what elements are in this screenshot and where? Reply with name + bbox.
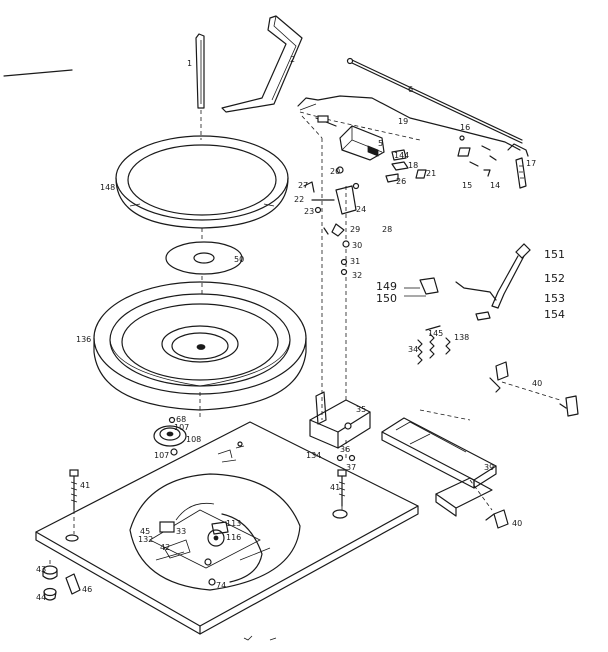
label-41b: 41 xyxy=(330,483,340,492)
label-17: 17 xyxy=(526,159,536,168)
part-screw-right xyxy=(337,469,347,512)
label-74: 74 xyxy=(216,581,226,590)
label-107b: 107 xyxy=(154,451,169,460)
part-spindle-rod xyxy=(195,33,205,140)
label-33: 33 xyxy=(176,527,186,536)
bottom-mark xyxy=(243,635,277,641)
label-2: 2 xyxy=(290,55,295,64)
label-43: 43 xyxy=(36,565,46,574)
label-152: 152 xyxy=(544,272,565,285)
label-136: 136 xyxy=(76,335,91,344)
label-46: 46 xyxy=(82,585,92,594)
label-154: 154 xyxy=(544,308,565,321)
label-23: 23 xyxy=(304,207,314,216)
part-cartridge-block xyxy=(315,115,385,161)
label-29: 29 xyxy=(350,225,360,234)
label-134: 134 xyxy=(306,451,321,460)
label-138: 138 xyxy=(454,333,469,342)
label-14: 14 xyxy=(490,181,500,190)
label-116: 116 xyxy=(226,533,241,542)
label-108: 108 xyxy=(186,435,201,444)
part-pivot-post xyxy=(507,143,529,189)
label-24: 24 xyxy=(356,205,366,214)
label-153: 153 xyxy=(544,292,565,305)
part-tonearm-wire xyxy=(297,95,521,151)
part-clip-40 xyxy=(485,509,509,529)
label-40a: 40 xyxy=(532,379,542,388)
label-18: 18 xyxy=(408,161,418,170)
label-68: 68 xyxy=(176,415,186,424)
part-arm-bracket xyxy=(221,15,303,113)
label-40b: 40 xyxy=(512,519,522,528)
label-31: 31 xyxy=(350,257,360,266)
label-28: 28 xyxy=(382,225,392,234)
label-19: 19 xyxy=(398,117,408,126)
label-45: 45 xyxy=(140,527,150,536)
dashed-guide-lines xyxy=(301,115,561,511)
label-35: 35 xyxy=(356,405,366,414)
label-36: 36 xyxy=(340,445,350,454)
label-32: 32 xyxy=(352,271,362,280)
label-37: 37 xyxy=(346,463,356,472)
label-149: 149 xyxy=(376,280,397,293)
label-144: 144 xyxy=(394,151,409,160)
label-44: 44 xyxy=(36,593,46,602)
label-42: 42 xyxy=(160,543,170,552)
part-washer xyxy=(165,241,243,275)
label-132: 132 xyxy=(138,535,153,544)
label-39: 39 xyxy=(484,463,494,472)
part-small-screws xyxy=(336,454,356,462)
label-150: 150 xyxy=(376,292,397,305)
label-27: 27 xyxy=(298,181,308,190)
label-20: 20 xyxy=(330,167,340,176)
label-107a: 107 xyxy=(174,423,189,432)
part-cue-lever xyxy=(404,243,531,321)
label-1: 1 xyxy=(187,59,192,68)
small-parts-cluster xyxy=(385,135,497,183)
label-26: 26 xyxy=(396,177,406,186)
part-linkage-stack xyxy=(303,166,360,276)
label-22: 22 xyxy=(294,195,304,204)
label-113: 113 xyxy=(226,519,241,528)
label-34: 34 xyxy=(408,345,418,354)
label-41a: 41 xyxy=(80,481,90,490)
part-bracket-40 xyxy=(489,361,579,417)
label-21: 21 xyxy=(426,169,436,178)
part-screw-left xyxy=(69,469,79,534)
label-16: 16 xyxy=(460,123,470,132)
part-labels: 1 2 6 19 16 17 5 144 18 21 26 15 14 148 … xyxy=(36,55,565,602)
label-151: 151 xyxy=(544,248,565,261)
part-slide-plate xyxy=(381,417,497,517)
part-long-rod xyxy=(346,57,523,144)
label-15: 15 xyxy=(462,181,472,190)
label-145: 145 xyxy=(428,329,443,338)
part-base-plate xyxy=(35,421,419,635)
part-mount-bracket xyxy=(309,391,371,449)
label-50: 50 xyxy=(234,255,244,264)
part-platter xyxy=(93,281,307,411)
part-foot xyxy=(42,560,81,601)
label-148: 148 xyxy=(100,183,115,192)
label-6: 6 xyxy=(408,85,413,94)
label-30: 30 xyxy=(352,241,362,250)
part-springs xyxy=(417,325,451,365)
stray-line xyxy=(3,69,73,77)
part-mat-ring xyxy=(115,135,289,229)
label-5: 5 xyxy=(378,139,383,148)
part-pulley-hub xyxy=(153,416,187,456)
